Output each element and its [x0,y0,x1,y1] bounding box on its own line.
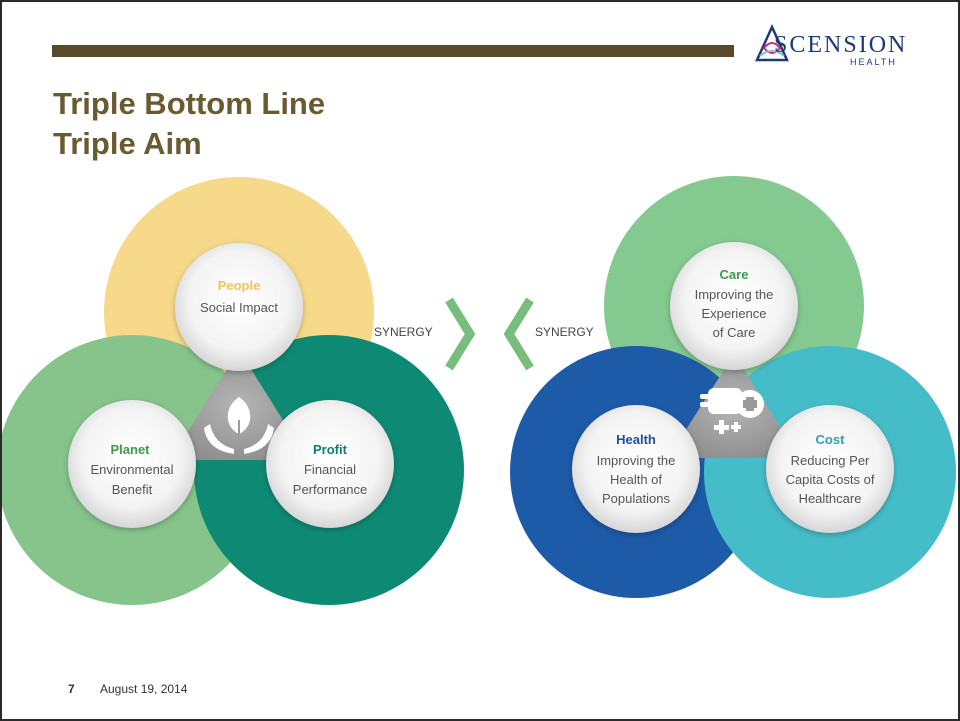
planet-heading: Planet [110,442,150,457]
synergy-label-left: SYNERGY [374,325,433,339]
ascension-health-logo: SCENSION HEALTH [754,24,924,74]
cost-heading: Cost [816,432,846,447]
synergy-chevron-right-icon [445,297,476,371]
triple-bottom-line-diagram: People Social Impact Planet Environmenta… [2,177,464,605]
footer-date: August 19, 2014 [100,682,188,696]
synergy-chevron-left-icon [503,297,534,371]
planet-description-line-1: Environmental [90,462,173,477]
slide-title-line-1: Triple Bottom Line [53,86,326,121]
care-description-line-2: Experience [701,306,766,321]
health-description-line-1: Improving the [597,453,676,468]
logo-text: SCENSION [774,32,908,58]
people-description-line-1: Social Impact [200,300,278,315]
care-inner-circle [670,242,798,370]
cost-description-line-2: Capita Costs of [786,472,875,487]
care-description-line-3: of Care [713,325,756,340]
profit-description-line-1: Financial [304,462,356,477]
cost-inner-circle [766,405,894,533]
ascension-logo-icon [755,24,789,62]
people-heading: People [218,278,261,293]
health-heading: Health [616,432,656,447]
people-inner-circle [175,243,303,371]
hands-leaf-icon [204,397,274,454]
logo-subtext: HEALTH [850,57,897,67]
slide-title-line-2: Triple Aim [53,126,202,161]
triple-aim-diagram: Care Improving the Experience of Care He… [510,176,956,598]
profit-description-line-2: Performance [293,482,367,497]
header-bar [52,45,734,57]
profit-inner-circle [266,400,394,528]
health-description-line-2: Health of [610,472,662,487]
health-inner-circle [572,405,700,533]
cost-description-line-1: Reducing Per [791,453,870,468]
page-number: 7 [68,682,75,696]
hand-medical-cross-icon [700,388,764,434]
synergy-label-right: SYNERGY [535,325,594,339]
planet-description-line-2: Benefit [112,482,153,497]
care-heading: Care [720,267,749,282]
planet-inner-circle [68,400,196,528]
profit-heading: Profit [313,442,348,457]
health-description-line-3: Populations [602,491,670,506]
cost-description-line-3: Healthcare [799,491,862,506]
care-description-line-1: Improving the [695,287,774,302]
